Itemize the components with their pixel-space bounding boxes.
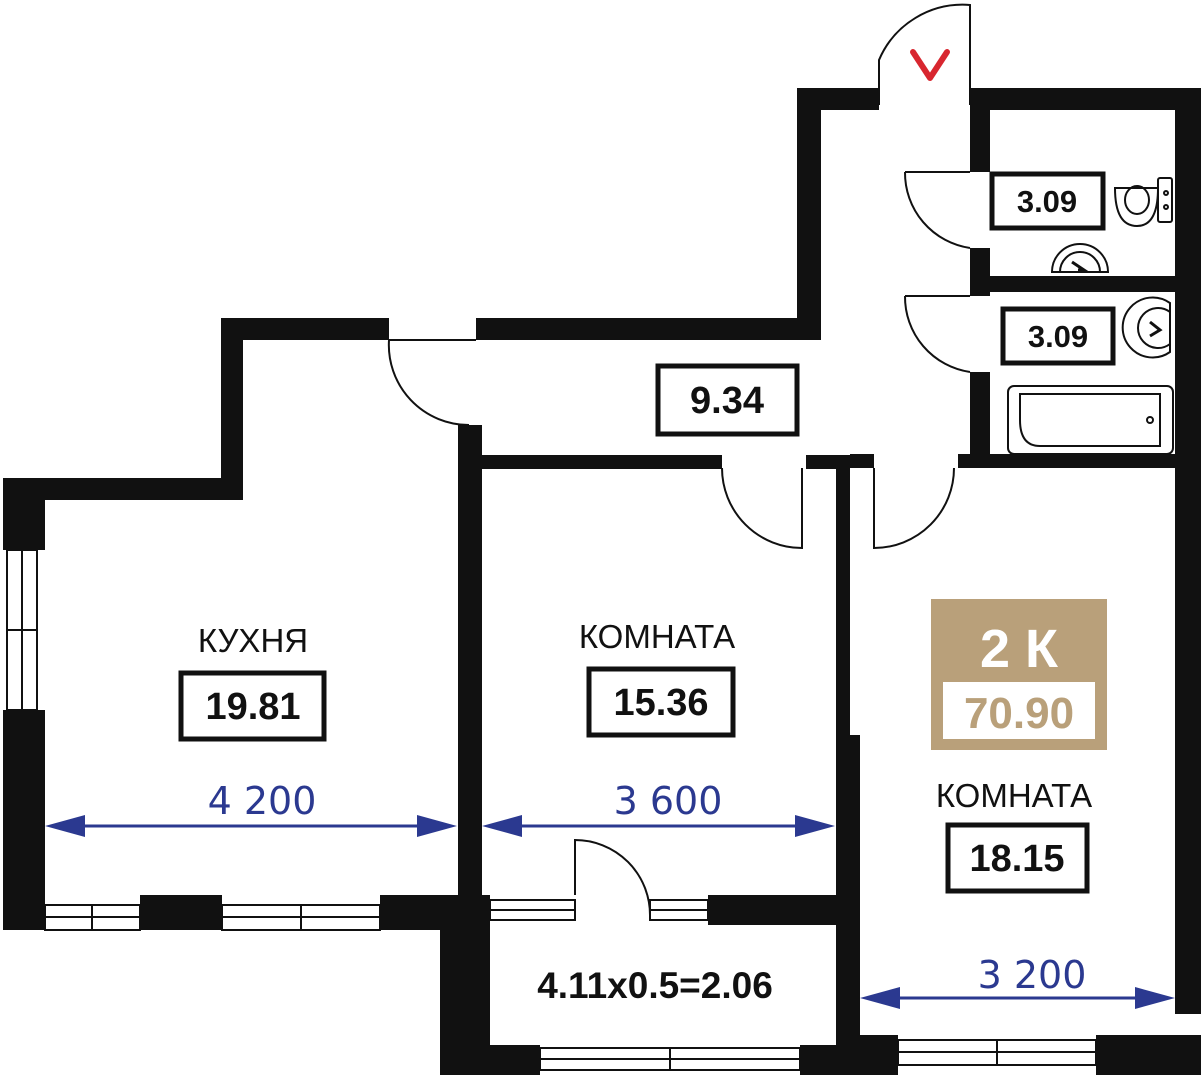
door-kitchen xyxy=(387,339,476,427)
badge-total-area: 70.90 xyxy=(964,689,1074,738)
area-boxes xyxy=(178,171,1116,894)
wall-kitchen-left-lower xyxy=(3,710,45,928)
wall-hall-partition xyxy=(836,455,850,475)
wall-bath-bottom xyxy=(958,454,1201,468)
room-middle-width: 3 600 xyxy=(614,779,723,823)
apartment-badge: 2 К 70.90 xyxy=(931,599,1107,750)
wall-bath-left-lower xyxy=(970,372,990,468)
kitchen-name: КУХНЯ xyxy=(198,622,308,659)
balcony-area: 4.11x0.5=2.06 xyxy=(537,965,773,1006)
room-middle-area-box xyxy=(586,666,736,738)
wall-balcony-bottom-left xyxy=(440,1045,540,1075)
wall-right-room-right xyxy=(1175,454,1201,1014)
wall-hall-kitchen-cap xyxy=(458,425,482,439)
wall-kitchen-bottom-right xyxy=(380,895,490,930)
window-kitchen-bottom-1 xyxy=(44,904,141,931)
bath-area-box xyxy=(1000,306,1116,366)
wall-bath-top xyxy=(970,88,1201,110)
wc-area: 3.09 xyxy=(1017,184,1077,219)
room-right-area-box xyxy=(945,822,1090,894)
door-balcony xyxy=(574,838,651,916)
wall-hall-top-entrance-left xyxy=(797,88,879,110)
wall-wc-bath-divider xyxy=(970,276,1201,292)
wall-balcony-top-right xyxy=(708,895,860,925)
wall-hall-kitchen xyxy=(458,425,482,895)
window-balcony-bottom xyxy=(539,1047,801,1071)
badge-rooms: 2 К xyxy=(980,619,1059,679)
wall-middle-top xyxy=(458,455,722,469)
room-right-name: КОМНАТА xyxy=(936,777,1092,814)
door-right-room xyxy=(873,467,955,550)
dimension-room-middle xyxy=(482,815,835,837)
wall-kitchen-top xyxy=(3,478,243,500)
entrance-arrow-icon xyxy=(910,49,950,81)
walls xyxy=(3,88,1201,1075)
hall-area: 9.34 xyxy=(690,380,764,422)
kitchen-area-box xyxy=(178,670,327,742)
windows xyxy=(6,549,1097,1071)
room-right-width: 3 200 xyxy=(978,953,1087,997)
room-right-area: 18.15 xyxy=(969,838,1064,880)
door-bath xyxy=(903,295,971,373)
wc-area-box xyxy=(989,171,1106,231)
dimension-kitchen xyxy=(45,815,457,837)
bath-area: 3.09 xyxy=(1028,319,1088,354)
dimension-lines xyxy=(45,815,1175,1009)
window-kitchen-left xyxy=(6,549,38,711)
window-balcony-top xyxy=(489,899,709,921)
badge-area-panel xyxy=(943,682,1095,739)
sink-bath-icon xyxy=(1121,296,1171,359)
wall-kitchen-bottom-mid xyxy=(140,895,222,930)
wall-middle-top-right xyxy=(806,455,836,469)
room-labels: КУХНЯ 19.81 КОМНАТА 15.36 КОМНАТА 18.15 … xyxy=(198,184,1092,1006)
door-middle-room xyxy=(721,467,803,550)
toilet-icon xyxy=(1113,177,1173,228)
wall-right-room-top xyxy=(850,454,874,468)
hall-area-box xyxy=(655,363,800,437)
wall-hall-top-left xyxy=(221,318,389,340)
wall-right-room-bottom-left xyxy=(836,1035,898,1075)
wall-room-divider-lower xyxy=(836,735,860,925)
wall-hall-top-right xyxy=(476,318,821,340)
wall-hall-step xyxy=(797,88,821,340)
doors xyxy=(387,3,971,916)
room-middle-name: КОМНАТА xyxy=(579,618,735,655)
bathtub-icon xyxy=(1007,385,1174,455)
dimension-room-right xyxy=(860,987,1175,1009)
room-middle-area: 15.36 xyxy=(613,682,708,724)
door-wc xyxy=(903,171,971,249)
wall-kitchen-bottom-left xyxy=(3,895,45,930)
wall-right-room-bottom-right xyxy=(1096,1035,1201,1075)
kitchen-area: 19.81 xyxy=(205,686,300,728)
window-kitchen-bottom-2 xyxy=(221,904,381,931)
dimension-labels: 4 200 3 600 3 200 xyxy=(208,779,1087,997)
window-right-room-bottom xyxy=(897,1039,1097,1066)
wall-kitchen-step xyxy=(221,318,243,500)
kitchen-width: 4 200 xyxy=(208,779,317,823)
door-entrance xyxy=(878,3,971,105)
wall-bath-left-upper xyxy=(970,88,990,172)
sink-icon xyxy=(1050,243,1110,273)
